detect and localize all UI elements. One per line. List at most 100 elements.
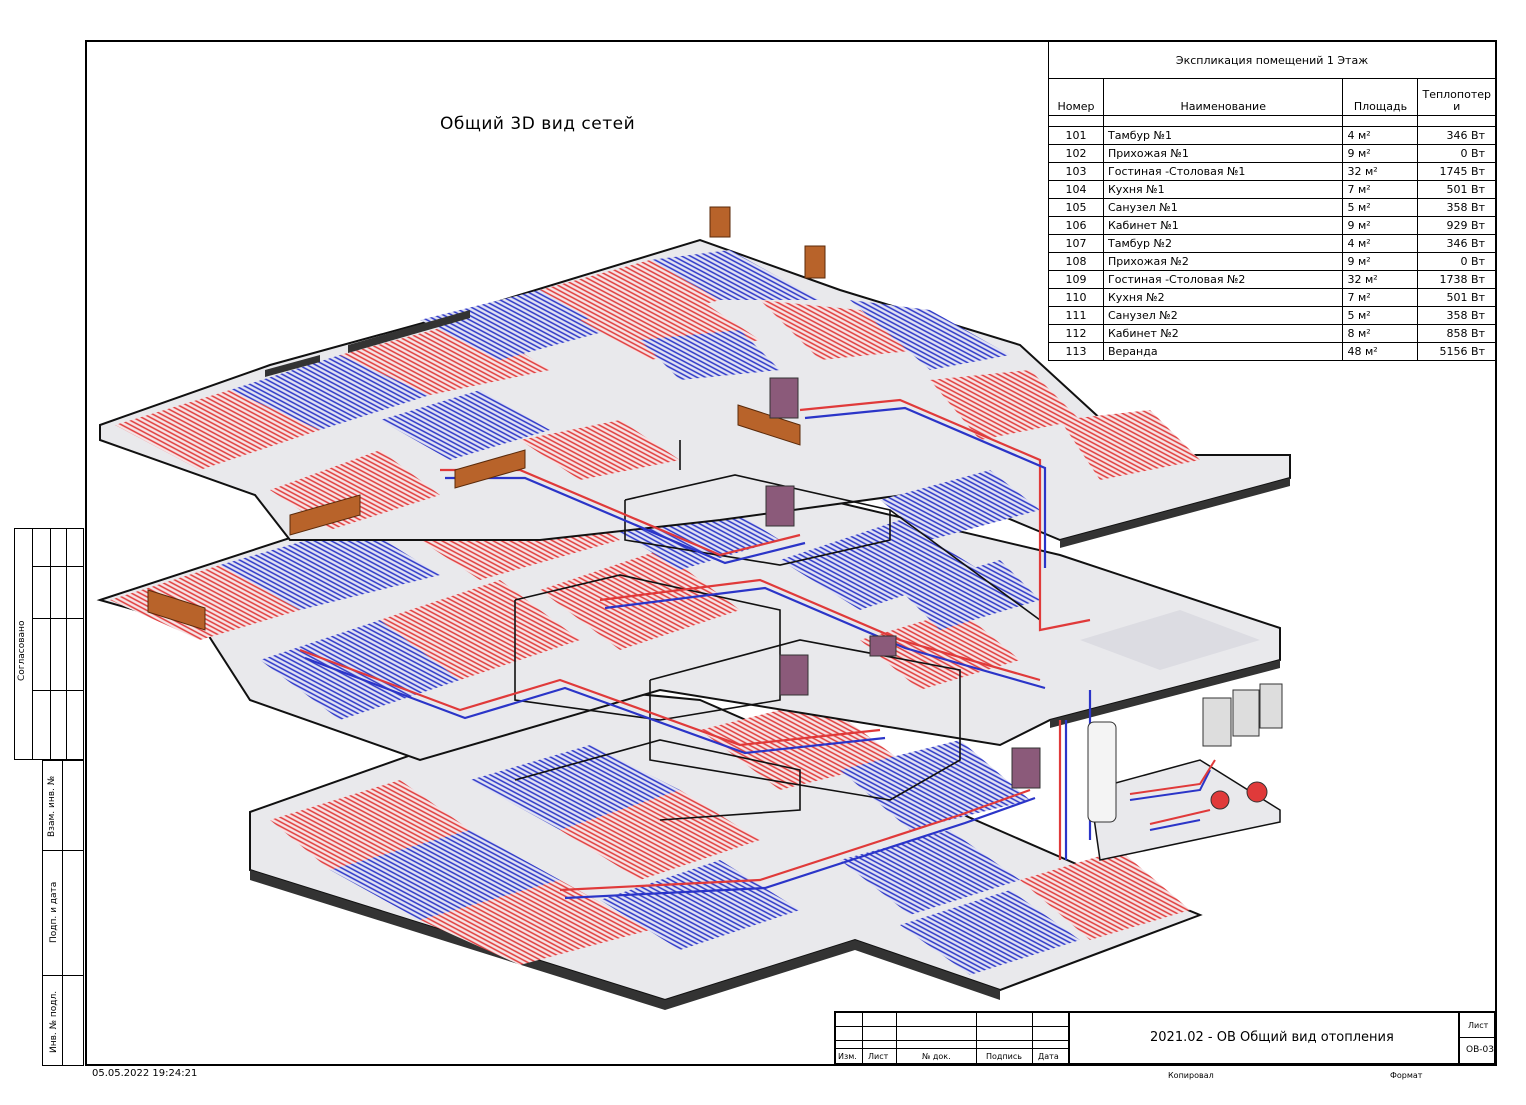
coil-zone [760, 300, 920, 360]
title-block-line [1458, 1037, 1496, 1038]
title-block-line [896, 1011, 897, 1065]
boiler-room [1087, 683, 1283, 861]
coil-zone [900, 890, 1080, 975]
room-area: 4 м² [1342, 234, 1419, 253]
coil-zone [330, 830, 560, 920]
room-heatloss: 858 Вт [1417, 324, 1496, 343]
original-inv-label: Инв. № подл. [49, 990, 59, 1053]
coil-zone [115, 390, 320, 470]
boiler [1259, 683, 1283, 729]
header-name: Наименование [1102, 78, 1344, 116]
boiler [1232, 689, 1260, 737]
inventory-stamp [42, 760, 84, 1066]
coil-zone [270, 780, 470, 870]
coil-zone [640, 330, 780, 380]
view-title: Общий 3D вид сетей [440, 114, 636, 134]
room-heatloss: 0 Вт [1417, 252, 1496, 271]
room-heatloss: 929 Вт [1417, 216, 1496, 235]
sheet-label: Лист [1468, 1021, 1489, 1030]
room-name: Кухня №2 [1102, 288, 1344, 307]
explication-caption: Экспликация помещений 1 Этаж [1048, 41, 1496, 79]
room-heatloss: 346 Вт [1417, 234, 1496, 253]
room-name: Прихожая №1 [1102, 144, 1344, 163]
room-heatloss: 1745 Вт [1417, 162, 1496, 181]
header-number: Номер [1048, 78, 1104, 116]
sheet-code: ОВ-03 [1466, 1045, 1494, 1055]
inventory-grid-line [42, 850, 84, 851]
agreed-grid-line [32, 690, 84, 691]
agreed-label: Согласовано [17, 620, 27, 681]
agreed-grid-line [50, 528, 51, 760]
room-number: 103 [1048, 162, 1104, 181]
title-block-line [862, 1011, 863, 1065]
coil-zone [420, 290, 610, 360]
title-block-line [1458, 1011, 1460, 1065]
room-number: 104 [1048, 180, 1104, 199]
radiator [147, 206, 826, 631]
slab-level-1 [249, 688, 1203, 1010]
coil-zone [780, 520, 980, 610]
room-area: 5 м² [1342, 306, 1419, 325]
room-area: 9 м² [1342, 144, 1419, 163]
room-number: 108 [1048, 252, 1104, 271]
room-heatloss: 346 Вт [1417, 126, 1496, 145]
coil-zone [540, 550, 740, 650]
coil-zone [1060, 410, 1200, 480]
room-heatloss: 1738 Вт [1417, 270, 1496, 289]
slab-level-3 [99, 238, 1291, 548]
room-name: Прихожая №2 [1102, 252, 1344, 271]
room-area: 32 м² [1342, 270, 1419, 289]
title-block [834, 1011, 1496, 1065]
agreed-grid-line [32, 528, 33, 760]
copied-label: Копировал [1168, 1071, 1214, 1080]
inventory-grid-line [62, 760, 63, 1066]
room-area: 7 м² [1342, 288, 1419, 307]
coil-zone [520, 420, 680, 480]
title-block-line [834, 1048, 1068, 1049]
room-name: Кухня №1 [1102, 180, 1344, 199]
drawing-title: 2021.02 - ОВ Общий вид отопления [1150, 1030, 1394, 1045]
boiler [1202, 697, 1232, 747]
coil-zone [650, 250, 820, 300]
coil-zone [540, 260, 720, 330]
sign-date-label: Подп. и дата [49, 881, 59, 943]
room-name: Кабинет №2 [1102, 324, 1344, 343]
title-block-line [834, 1040, 1068, 1041]
coil-zone [560, 790, 760, 880]
col-doc: № док. [922, 1052, 951, 1061]
room-area: 4 м² [1342, 126, 1419, 145]
coil-zone [260, 620, 460, 720]
coil-zone [900, 560, 1040, 630]
title-block-line [976, 1011, 977, 1065]
coil-zone [230, 355, 430, 430]
room-heatloss: 501 Вт [1417, 288, 1496, 307]
room-heatloss: 358 Вт [1417, 306, 1496, 325]
coil-zone [470, 745, 680, 830]
inventory-grid-line [42, 975, 84, 976]
room-name: Санузел №2 [1102, 306, 1344, 325]
room-number: 112 [1048, 324, 1104, 343]
room-name: Кабинет №1 [1102, 216, 1344, 235]
agreed-grid-line [32, 566, 84, 567]
room-name: Веранда [1102, 342, 1344, 361]
coil-zone [380, 580, 580, 680]
title-block-line [1068, 1011, 1070, 1065]
header-heatloss: Теплопотер и [1417, 78, 1496, 116]
col-sheet: Лист [868, 1052, 889, 1061]
format-label: Формат [1390, 1071, 1423, 1080]
coil-zone [1080, 610, 1260, 670]
room-heatloss: 5156 Вт [1417, 342, 1496, 361]
room-name: Гостиная -Столовая №2 [1102, 270, 1344, 289]
